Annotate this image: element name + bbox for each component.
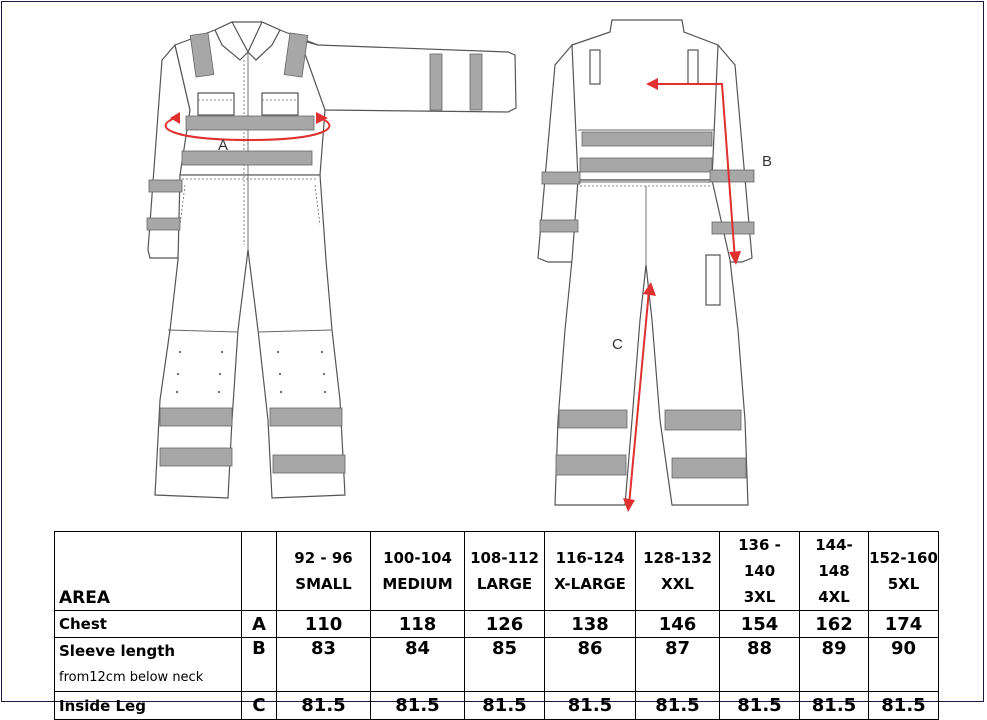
size-name: SMALL xyxy=(295,575,352,593)
size-name: 3XL xyxy=(743,588,776,606)
area-header: AREA xyxy=(54,531,242,611)
table-cell: 81.5 xyxy=(276,691,371,720)
size-name: XXL xyxy=(661,575,694,593)
size-range: 92 - 96 xyxy=(294,549,353,567)
callout-a: A xyxy=(218,137,228,154)
table-cell: 146 xyxy=(635,610,720,638)
letter-header xyxy=(241,531,277,611)
table-cell: 81.5 xyxy=(544,691,636,720)
table-cell: 174 xyxy=(868,610,939,638)
inside-leg-row: Inside Leg C 81.5 81.5 81.5 81.5 81.5 81… xyxy=(54,691,939,720)
table-cell: 162 xyxy=(799,610,869,638)
table-cell: 81.5 xyxy=(799,691,869,720)
row-letter-a: A xyxy=(241,610,277,638)
table-cell: 81.5 xyxy=(370,691,465,720)
table-cell: 86 xyxy=(544,637,636,692)
size-range: 100-104 xyxy=(383,549,452,567)
table-cell: 154 xyxy=(719,610,800,638)
size-header-xxl: 128-132 XXL xyxy=(635,531,720,611)
size-header-3xl: 136 - 140 3XL xyxy=(719,531,800,611)
table-cell: 81.5 xyxy=(464,691,545,720)
table-cell: 83 xyxy=(276,637,371,692)
table-cell: 90 xyxy=(868,637,939,692)
size-header-large: 108-112 LARGE xyxy=(464,531,545,611)
table-cell: 81.5 xyxy=(868,691,939,720)
table-cell: 85 xyxy=(464,637,545,692)
chest-arrow-a xyxy=(164,112,331,142)
row-label-chest: Chest xyxy=(54,610,242,638)
table-cell: 89 xyxy=(799,637,869,692)
size-name: X-LARGE xyxy=(554,575,626,593)
sleeve-arrow-b xyxy=(646,78,741,265)
table-cell: 81.5 xyxy=(635,691,720,720)
callout-b: B xyxy=(762,153,772,170)
size-name: LARGE xyxy=(476,575,533,593)
size-range: 144-148 xyxy=(815,536,853,580)
table-cell: 126 xyxy=(464,610,545,638)
table-cell: 87 xyxy=(635,637,720,692)
coverall-illustration: A B xyxy=(146,19,772,512)
size-header-4xl: 144-148 4XL xyxy=(799,531,869,611)
size-header-5xl: 152-160 5XL xyxy=(868,531,939,611)
table-cell: 81.5 xyxy=(719,691,800,720)
table-cell: 84 xyxy=(370,637,465,692)
row-letter-c: C xyxy=(241,691,277,720)
size-name: MEDIUM xyxy=(382,575,453,593)
size-range: 116-124 xyxy=(555,549,625,567)
row-label-inside-leg: Inside Leg xyxy=(54,691,242,720)
size-range: 136 - 140 xyxy=(738,536,781,580)
size-name: 4XL xyxy=(818,588,850,606)
table-cell: 118 xyxy=(370,610,465,638)
callout-c: C xyxy=(612,336,623,353)
size-header-small: 92 - 96 SMALL xyxy=(276,531,371,611)
size-name: 5XL xyxy=(887,575,920,593)
table-cell: 110 xyxy=(276,610,371,638)
coverall-front-view xyxy=(146,21,517,499)
size-chart-table: AREA 92 - 96 SMALL 100-104 MEDIUM 108-11… xyxy=(54,531,939,720)
sleeve-row: Sleeve length B 83 84 85 86 87 88 89 90 xyxy=(54,637,939,692)
row-label-sleeve: Sleeve length xyxy=(54,637,242,665)
size-range: 108-112 xyxy=(470,549,539,567)
size-header-row: AREA 92 - 96 SMALL 100-104 MEDIUM 108-11… xyxy=(54,531,939,611)
table-cell: 88 xyxy=(719,637,800,692)
size-header-xlarge: 116-124 X-LARGE xyxy=(544,531,636,611)
row-sublabel-sleeve: from12cm below neck xyxy=(54,664,242,692)
coverall-back-view xyxy=(537,19,755,506)
size-range: 128-132 xyxy=(643,549,712,567)
size-header-medium: 100-104 MEDIUM xyxy=(370,531,465,611)
inside-leg-arrow-c xyxy=(623,282,656,512)
size-range: 152-160 xyxy=(869,549,938,567)
table-cell: 138 xyxy=(544,610,636,638)
row-letter-b: B xyxy=(241,637,277,692)
chest-row: Chest A 110 118 126 138 146 154 162 174 xyxy=(54,610,939,638)
